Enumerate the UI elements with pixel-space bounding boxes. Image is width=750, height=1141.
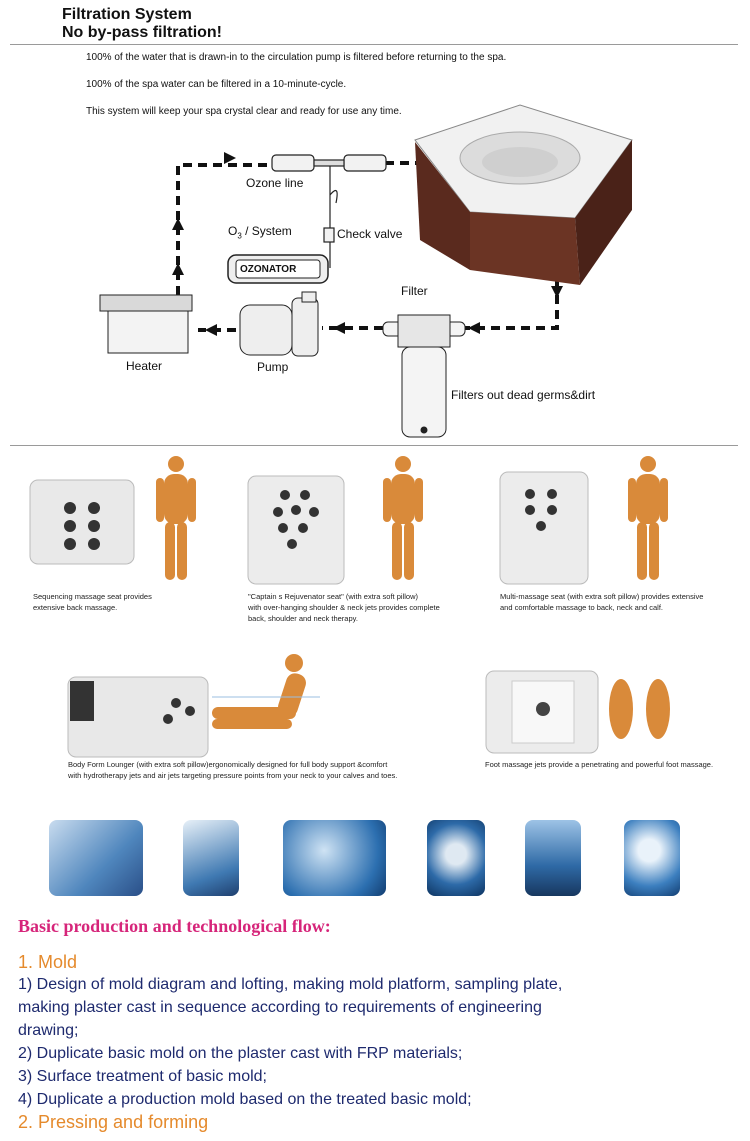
- flow-title: Basic production and technological flow:: [18, 916, 331, 936]
- water-photo-jet: [283, 820, 386, 896]
- lounger-foot-row: [67, 654, 670, 758]
- caption-foot: Foot massage jets provide a penetrating …: [485, 760, 714, 769]
- divider: [10, 44, 738, 45]
- seat-photo-sequencing: [29, 479, 135, 565]
- heater-label: Heater: [126, 359, 163, 373]
- foot-massage-photo: [485, 670, 599, 754]
- filter-unit: [382, 314, 466, 438]
- ozone-line-pipes: [271, 154, 387, 268]
- step-1-line: drawing;: [18, 1022, 79, 1039]
- intro-line: 100% of the spa water can be filtered in…: [86, 79, 347, 90]
- body-figure-icon: [628, 456, 668, 580]
- caption-multi-seat: Multi-massage seat (with extra soft pill…: [500, 592, 704, 612]
- step-4-line: 4) Duplicate a production mold based on …: [18, 1091, 472, 1108]
- intro-line: This system will keep your spa crystal c…: [86, 106, 402, 117]
- flow-arrows: [172, 152, 563, 336]
- water-photo-bubbles: [525, 820, 581, 896]
- mold-heading: 1. Mold: [18, 952, 78, 972]
- caption-captains-seat: "Captain s Rejuvenator seat" (with extra…: [248, 592, 440, 623]
- intro-line: 100% of the water that is drawn-in to th…: [86, 52, 507, 63]
- body-figure-icon: [156, 456, 196, 580]
- pump-label: Pump: [257, 360, 289, 374]
- page-title: Filtration System: [62, 6, 192, 23]
- page-subtitle: No by-pass filtration!: [62, 24, 223, 41]
- caption-lounger: Body Form Lounger (with extra soft pillo…: [68, 760, 398, 780]
- water-photo-hand: [49, 820, 143, 896]
- filters-out-label: Filters out dead germs&dirt: [451, 388, 596, 402]
- step-1-line: making plaster cast in sequence accordin…: [18, 999, 542, 1016]
- lounging-figure-icon: [212, 654, 306, 729]
- pressing-heading: 2. Pressing and forming: [18, 1112, 209, 1132]
- filter-label: Filter: [401, 284, 428, 298]
- ozone-line-label: Ozone line: [246, 176, 304, 190]
- o3-system-label: O3 / System: [228, 224, 292, 241]
- massage-seats-row: [29, 456, 668, 585]
- water-photo-air-jet: [624, 820, 680, 896]
- pump-unit: [239, 291, 319, 357]
- filtration-diagram: [99, 104, 633, 438]
- divider: [10, 445, 738, 446]
- step-3-line: 3) Surface treatment of basic mold;: [18, 1068, 267, 1085]
- ozonator-label: OZONATOR: [240, 264, 297, 275]
- water-photo-nozzle: [427, 820, 485, 896]
- seat-photo-captains: [247, 475, 345, 585]
- step-1-line: 1) Design of mold diagram and lofting, m…: [18, 976, 563, 993]
- water-photo-splash: [183, 820, 239, 896]
- spa-tub: [414, 104, 633, 285]
- heater-unit: [99, 294, 193, 354]
- ozonator-unit: [227, 254, 329, 284]
- check-valve-label: Check valve: [337, 227, 403, 241]
- seat-photo-multi: [499, 471, 589, 585]
- step-2-line: 2) Duplicate basic mold on the plaster c…: [18, 1045, 463, 1062]
- lounger-photo: [67, 676, 209, 758]
- feet-icon: [609, 679, 670, 739]
- body-figure-icon: [383, 456, 423, 580]
